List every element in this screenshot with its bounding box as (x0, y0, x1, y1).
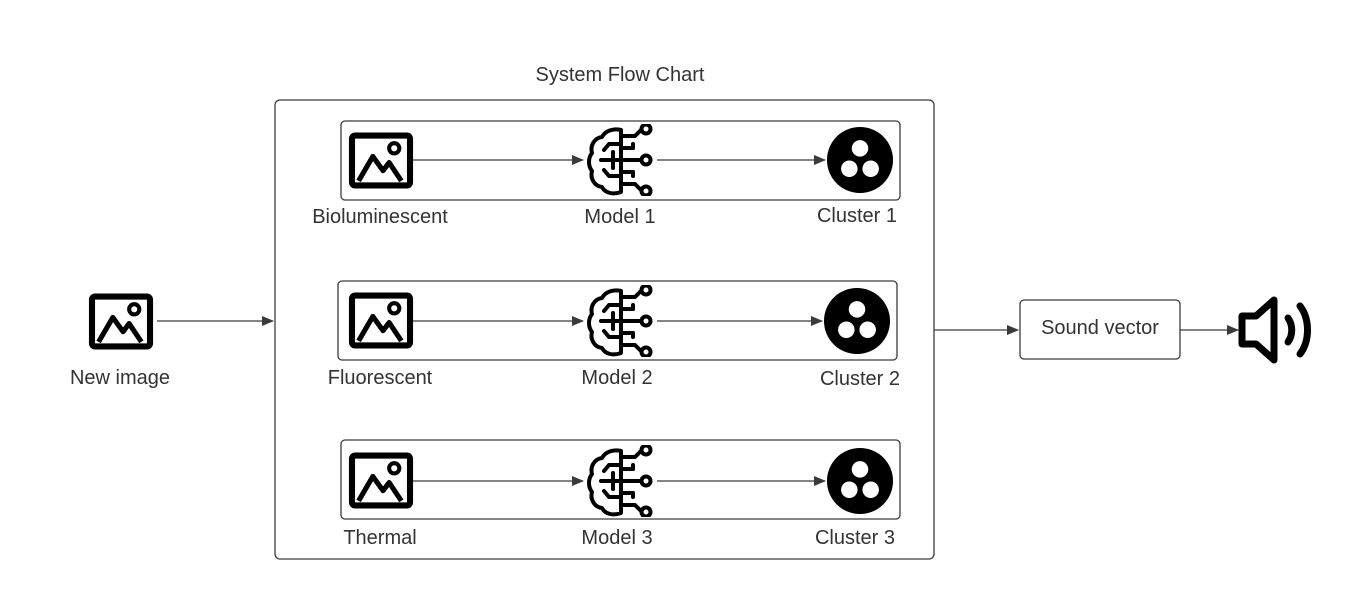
sound-vector-label: Sound vector (1041, 317, 1159, 339)
diagram-title: System Flow Chart (535, 64, 705, 86)
row1-source-label: Bioluminescent (312, 206, 448, 228)
cluster-icon (826, 126, 894, 194)
image-icon (92, 297, 150, 347)
image-icon (352, 136, 410, 186)
row3-source-label: Thermal (343, 527, 417, 549)
row2-cluster-label: Cluster 2 (819, 368, 901, 390)
input-label: New image (69, 367, 171, 389)
row1-cluster-label: Cluster 1 (816, 205, 898, 227)
row-frame-3 (340, 439, 901, 520)
image-icon (352, 456, 410, 506)
image-icon (352, 296, 410, 346)
brain-circuit-icon (589, 286, 651, 357)
row-frame-2 (337, 280, 898, 361)
row3-cluster-label: Cluster 3 (814, 527, 896, 549)
row3-model-label: Model 3 (581, 527, 653, 549)
row2-model-label: Model 2 (581, 367, 653, 389)
brain-circuit-icon (589, 125, 651, 196)
row1-model-label: Model 1 (584, 206, 656, 228)
row2-source-label: Fluorescent (327, 367, 433, 389)
cluster-icon (823, 287, 891, 355)
brain-circuit-icon (589, 446, 651, 517)
speaker-icon (1242, 300, 1308, 360)
row-frame-1 (340, 120, 901, 201)
cluster-icon (826, 447, 894, 515)
